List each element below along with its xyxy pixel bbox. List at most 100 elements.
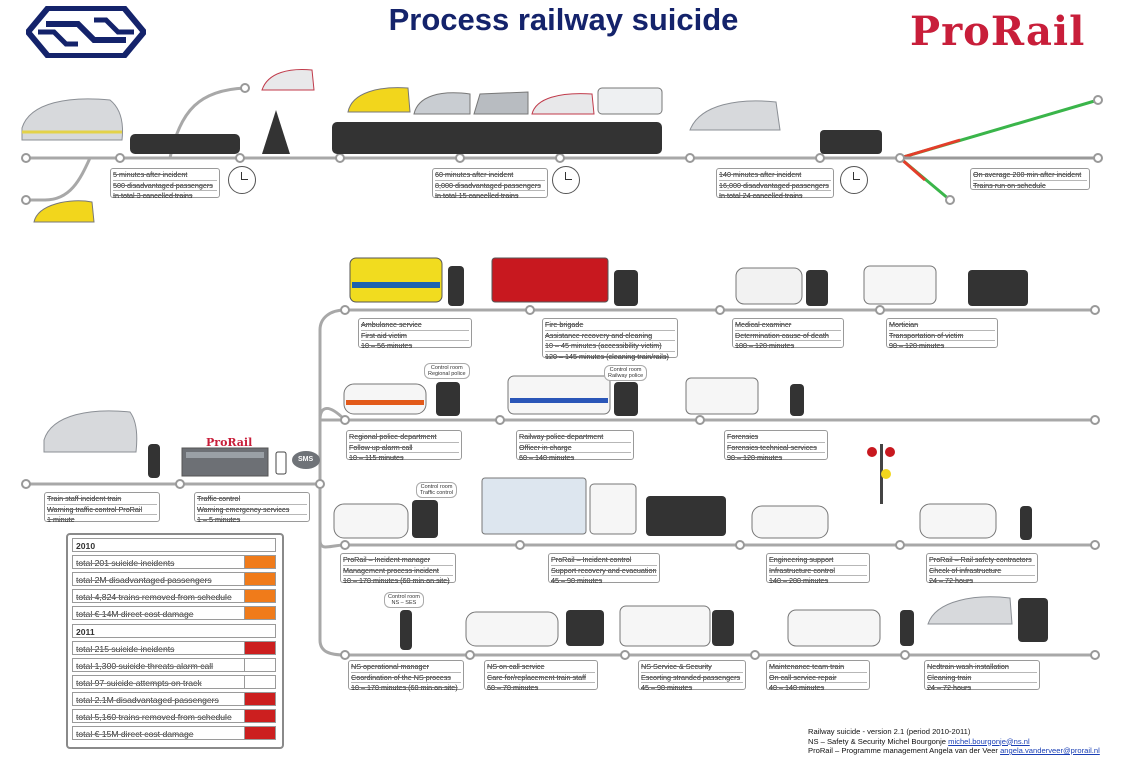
stat-swatch xyxy=(244,676,275,688)
service-text: 60 – 70 minutes xyxy=(487,683,539,692)
prorail-car-icon xyxy=(333,503,409,539)
service-text: 120 – 145 minutes (cleaning train/rails) xyxy=(545,351,669,361)
service-text: On call service repair xyxy=(769,673,867,683)
traffic-control-box: Traffic control Warning emergency servic… xyxy=(194,492,310,524)
service-text: 10 – 45 minutes (accessibility victim) xyxy=(545,341,675,352)
service-text: Railway police department xyxy=(519,432,631,443)
footer-line: NS – Safety & Security Michel Bourgonje … xyxy=(808,737,1100,747)
email-link[interactable]: angela.vanderveer@prorail.nl xyxy=(1000,746,1100,755)
service-text: Nedtrain wash installation xyxy=(927,662,1037,673)
timeline-text: Trains run on schedule xyxy=(973,180,1046,190)
step-text: Train staff incident train xyxy=(47,494,157,505)
ns-service-van-icon xyxy=(619,605,711,647)
forensics-box: Forensics Forensics technical services 9… xyxy=(724,430,828,462)
footer-text: NS – Safety & Security Michel Bourgonje xyxy=(808,736,949,746)
service-text: Medical examiner xyxy=(735,320,841,331)
incident-control-box: ProRail – Incident control Support recov… xyxy=(548,553,660,585)
statistics-panel: 2010 total 201 suicide incidents total 2M… xyxy=(66,533,284,749)
service-text: Transportation of victim xyxy=(889,331,995,341)
service-text: Engineering support xyxy=(769,555,867,566)
service-text: Officer in charge xyxy=(519,443,631,453)
service-text: Fire brigade xyxy=(545,320,675,331)
step-text: 1 – 5 minutes xyxy=(197,515,241,524)
prorail-logo: ProRail xyxy=(910,8,1086,55)
service-text: Regional police department xyxy=(349,432,459,443)
regional-police-box: Regional police department Follow up ala… xyxy=(346,430,462,462)
service-text: 10 – 115 minutes xyxy=(349,453,404,462)
service-text: 140 – 200 minutes xyxy=(769,576,829,585)
service-text: Coordination of the NS process xyxy=(351,673,461,683)
stat-row: total 201 suicide incidents xyxy=(72,555,276,569)
service-text: Cleaning train xyxy=(927,673,1037,683)
timeline-text: In total 24 cancelled trains xyxy=(719,191,803,200)
timeline-text: In total 15 cancelled trains xyxy=(435,191,519,200)
service-text: 60 – 140 minutes xyxy=(519,453,575,462)
ns-logo xyxy=(26,6,146,58)
stat-text: total 5,160 trains removed from schedule xyxy=(76,712,232,722)
medical-examiner-box: Medical examiner Determination cause of … xyxy=(732,318,844,350)
control-room-text: Control room xyxy=(420,484,453,490)
control-room-text: Control room xyxy=(609,367,642,373)
footer-line: ProRail – Programme management Angela va… xyxy=(808,746,1100,756)
ns-car-icon xyxy=(465,611,559,647)
service-text: Check of infrastructure xyxy=(929,566,1035,576)
service-text: Forensics technical services xyxy=(727,443,825,453)
service-text: Determination cause of death xyxy=(735,331,841,341)
service-text: NS Service & Security xyxy=(641,662,743,673)
footer-line: Railway suicide - version 2.1 (period 20… xyxy=(808,727,971,736)
service-text: 24 – 72 hours xyxy=(927,683,971,692)
rail-safety-car-icon xyxy=(919,503,997,539)
engineering-car-icon xyxy=(751,505,829,539)
ns-on-call-box: NS on call service Care for/replacement … xyxy=(484,660,598,692)
stat-swatch xyxy=(244,710,275,722)
service-text: 90 – 120 minutes xyxy=(889,341,945,350)
step-text: Warning traffic control ProRail xyxy=(47,505,157,515)
stat-row: total 97 suicide attempts on track xyxy=(72,675,276,689)
stat-swatch xyxy=(244,556,275,568)
railway-police-van-icon xyxy=(507,375,611,415)
stat-text: total 1,300 suicide threats alarm call xyxy=(76,661,214,671)
stat-text: total € 15M direct cost damage xyxy=(76,729,194,739)
ns-operational-manager-box: NS operational manager Coordination of t… xyxy=(348,660,464,692)
step-text: 1 minute xyxy=(47,515,75,524)
service-text: ProRail – Rail safety contractors xyxy=(929,555,1035,566)
timeline-text: 60 minutes after incident xyxy=(435,170,545,181)
year-2010: 2010 xyxy=(72,538,276,552)
railway-police-box: Railway police department Officer in cha… xyxy=(516,430,634,462)
service-text: Ambulance service xyxy=(361,320,469,331)
service-text: Maintenance team train xyxy=(769,662,867,673)
stat-text: total 2M disadvantaged passengers xyxy=(76,575,212,585)
service-text: 100 – 120 minutes xyxy=(735,341,795,350)
prorail-building-label: ProRail xyxy=(206,436,253,449)
train-icon xyxy=(21,98,123,141)
timeline-text: 500 disadvantaged passengers xyxy=(113,181,217,191)
stat-swatch xyxy=(244,573,275,585)
service-text: 45 – 90 minutes xyxy=(641,683,693,692)
control-room-text: NS – SES xyxy=(391,600,417,606)
crowd-silhouettes xyxy=(130,110,882,154)
step-text: Traffic control xyxy=(197,494,307,505)
incident-truck-icon xyxy=(481,477,637,535)
control-room-text: Traffic control xyxy=(420,490,454,496)
stat-row: total € 14M direct cost damage xyxy=(72,606,276,620)
timeline-box-60min: 60 minutes after incident 8,000 disadvan… xyxy=(432,168,548,200)
nedtrain-box: Nedtrain wash installation Cleaning trai… xyxy=(924,660,1040,692)
step-text: Warning emergency services xyxy=(197,505,307,515)
service-text: Follow up alarm call xyxy=(349,443,459,453)
stat-row: total 2.1M disadvantaged passengers xyxy=(72,692,276,706)
timeline-box-200min: On average 200 min after incident Trains… xyxy=(970,168,1090,190)
email-link[interactable]: michel.bourgonje@ns.nl xyxy=(948,736,1030,746)
control-room-bubble: Control room Regional police xyxy=(424,363,470,379)
service-text: NS operational manager xyxy=(351,662,461,673)
service-text: Support recovery and evacuation xyxy=(551,565,657,576)
stat-swatch xyxy=(244,659,275,671)
medical-van-icon xyxy=(735,267,803,305)
train-staff-box: Train staff incident train Warning traff… xyxy=(44,492,160,524)
control-room-text: Regional police xyxy=(428,371,466,377)
rail-safety-box: ProRail – Rail safety contractors Check … xyxy=(926,553,1038,585)
clock-icon xyxy=(840,166,868,194)
stat-swatch xyxy=(244,642,275,654)
service-text: Infrastructure control xyxy=(769,566,867,576)
timeline-text: 8,000 disadvantaged passengers xyxy=(435,181,545,191)
